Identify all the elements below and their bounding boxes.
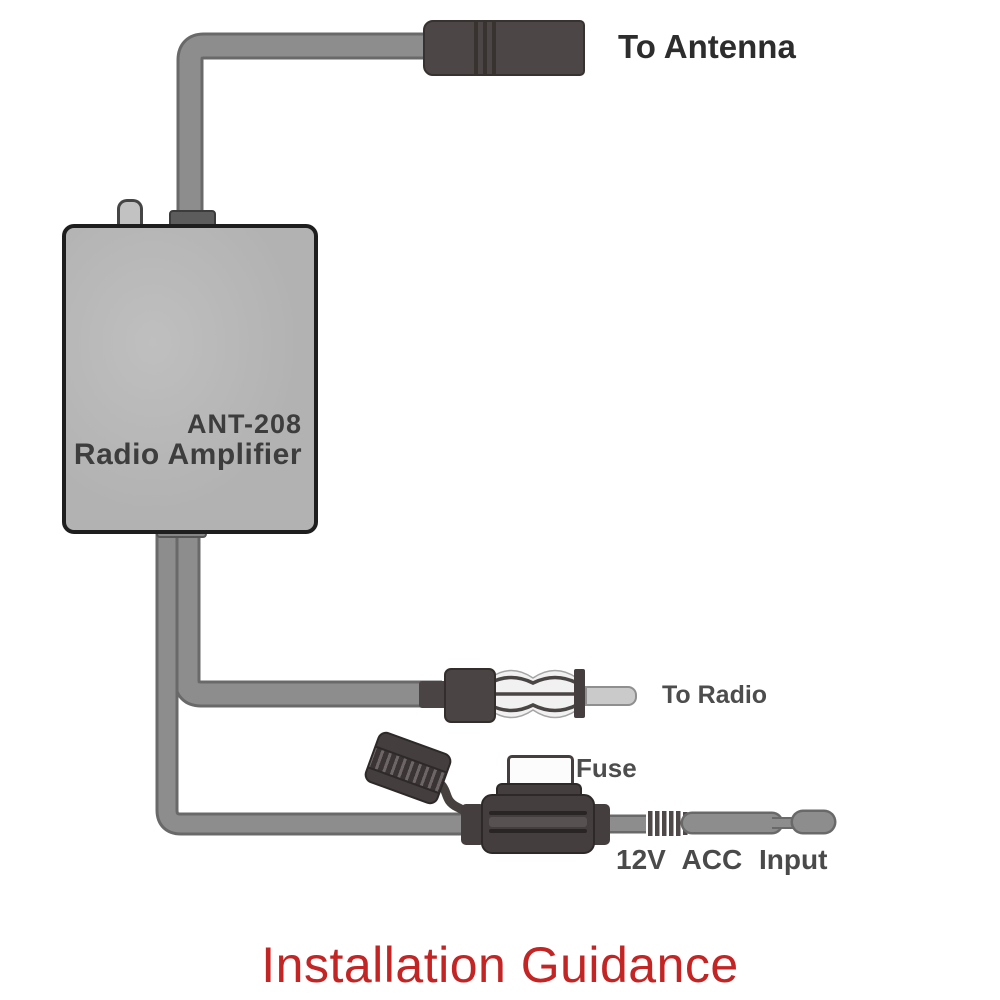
amplifier-label: ANT-208 Radio Amplifier [74,410,302,470]
amplifier-box: ANT-208 Radio Amplifier [62,224,318,534]
radio-plug-body [444,668,496,723]
page-title: Installation Guidance [261,937,739,993]
radio-plug-end-bar [574,669,585,718]
radio-plug-pin [585,686,637,706]
power-wire-right [604,809,837,836]
power-input-label: 12V ACC Input [616,844,828,875]
fuse-label: Fuse [576,753,637,783]
antenna-connector-stripes [469,22,499,74]
to-radio-label: To Radio [662,681,768,709]
amplifier-name-text: Radio Amplifier [73,437,302,471]
antenna-connector [423,20,585,76]
antenna-wire [176,32,430,220]
amplifier-model-text: ANT-208 [186,409,302,439]
fuse-holder-ridge [489,829,587,833]
fuse-holder-body [481,794,595,854]
power-wire [155,524,478,836]
radio-plug-strain-relief [419,681,447,708]
radio-plug-spring [489,669,578,719]
fuse-holder-ridge [489,811,587,815]
to-antenna-label: To Antenna [618,28,796,65]
fuse-holder-shine [489,817,587,827]
radio-wire [173,524,442,708]
